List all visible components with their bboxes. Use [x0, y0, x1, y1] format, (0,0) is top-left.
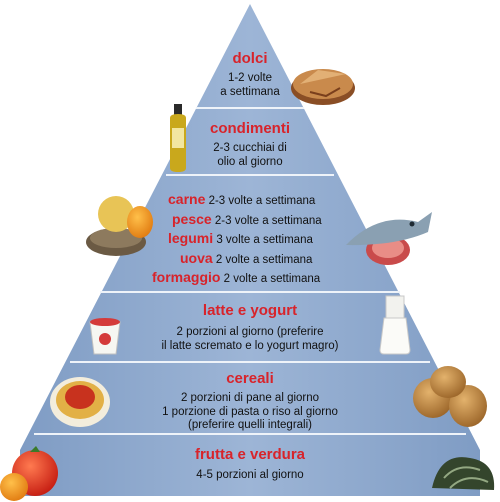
- protein-freq: 2-3 volte a settimana: [208, 195, 316, 207]
- tier-desc-line: 2-3 cucchiai di: [213, 142, 287, 154]
- pie-icon: [291, 69, 355, 105]
- protein-freq: 2 volte a settimana: [223, 273, 321, 285]
- tier-desc-line: olio al giorno: [217, 155, 283, 168]
- tier-desc-line: 2 porzioni di pane al giorno: [180, 392, 320, 404]
- tier-title: latte e yogurt: [202, 302, 298, 319]
- protein-freq: 2-3 volte a settimana: [214, 214, 322, 227]
- tier-cereali: cereali 2 porzioni di pane al giorno 1 p…: [120, 370, 380, 433]
- protein-freq: 3 volte a settimana: [216, 234, 313, 246]
- tier-desc-line: 1 porzione di pasta o riso al giorno: [162, 405, 338, 418]
- protein-name: uova: [180, 249, 213, 266]
- protein-row: pesce 2-3 volte a settimana: [168, 210, 368, 230]
- tier-desc-line: il latte scremato e lo yogurt magro): [161, 339, 339, 352]
- protein-name: carne: [168, 191, 206, 207]
- tier-desc-line: 1-2 volte: [227, 72, 273, 84]
- legumes-egg-icon: [86, 196, 153, 256]
- bread-rolls-icon: [413, 366, 487, 427]
- tier-desc-line: a settimana: [220, 85, 280, 98]
- protein-row: uova 2 volte a settimana: [168, 249, 368, 269]
- tier-title: cereali: [226, 370, 274, 387]
- oil-bottle-icon: [170, 104, 186, 172]
- tier-frutta: frutta e verdura 4-5 porzioni al giorno: [130, 446, 370, 483]
- tier-latte: latte e yogurt 2 porzioni al giorno (pre…: [130, 302, 370, 353]
- protein-name: formaggio: [152, 269, 221, 285]
- tier-desc-line: 4-5 porzioni al giorno: [196, 469, 304, 481]
- pasta-plate-icon: [50, 377, 110, 427]
- tier-dolci: dolci 1-2 volte a settimana: [196, 50, 304, 99]
- vegetables-icon: [432, 457, 495, 490]
- pyramid-shape: [20, 4, 480, 496]
- fish-meat-icon: [346, 212, 432, 265]
- tier-desc-line: (preferire quelli integrali): [188, 419, 312, 431]
- tier-proteine: carne 2-3 volte a settimana pesce 2-3 vo…: [152, 190, 368, 288]
- fruit-icon: [0, 446, 58, 501]
- protein-row: formaggio 2 volte a settimana: [152, 268, 368, 288]
- tier-title: condimenti: [209, 120, 290, 137]
- tier-desc-line: 2 porzioni al giorno (preferire: [176, 326, 324, 338]
- milk-bottle-icon: [379, 295, 411, 355]
- yogurt-cup-icon: [89, 318, 121, 355]
- tier-title: dolci: [232, 50, 268, 67]
- tier-title: frutta e verdura: [194, 446, 306, 463]
- protein-name: legumi: [168, 230, 214, 246]
- protein-freq: 2 volte a settimana: [215, 253, 313, 266]
- tier-dividers: [34, 107, 466, 435]
- protein-name: pesce: [172, 210, 212, 227]
- protein-row: carne 2-3 volte a settimana: [168, 190, 368, 210]
- tier-condimenti: condimenti 2-3 cucchiai di olio al giorn…: [190, 120, 310, 169]
- protein-row: legumi 3 volte a settimana: [168, 229, 368, 249]
